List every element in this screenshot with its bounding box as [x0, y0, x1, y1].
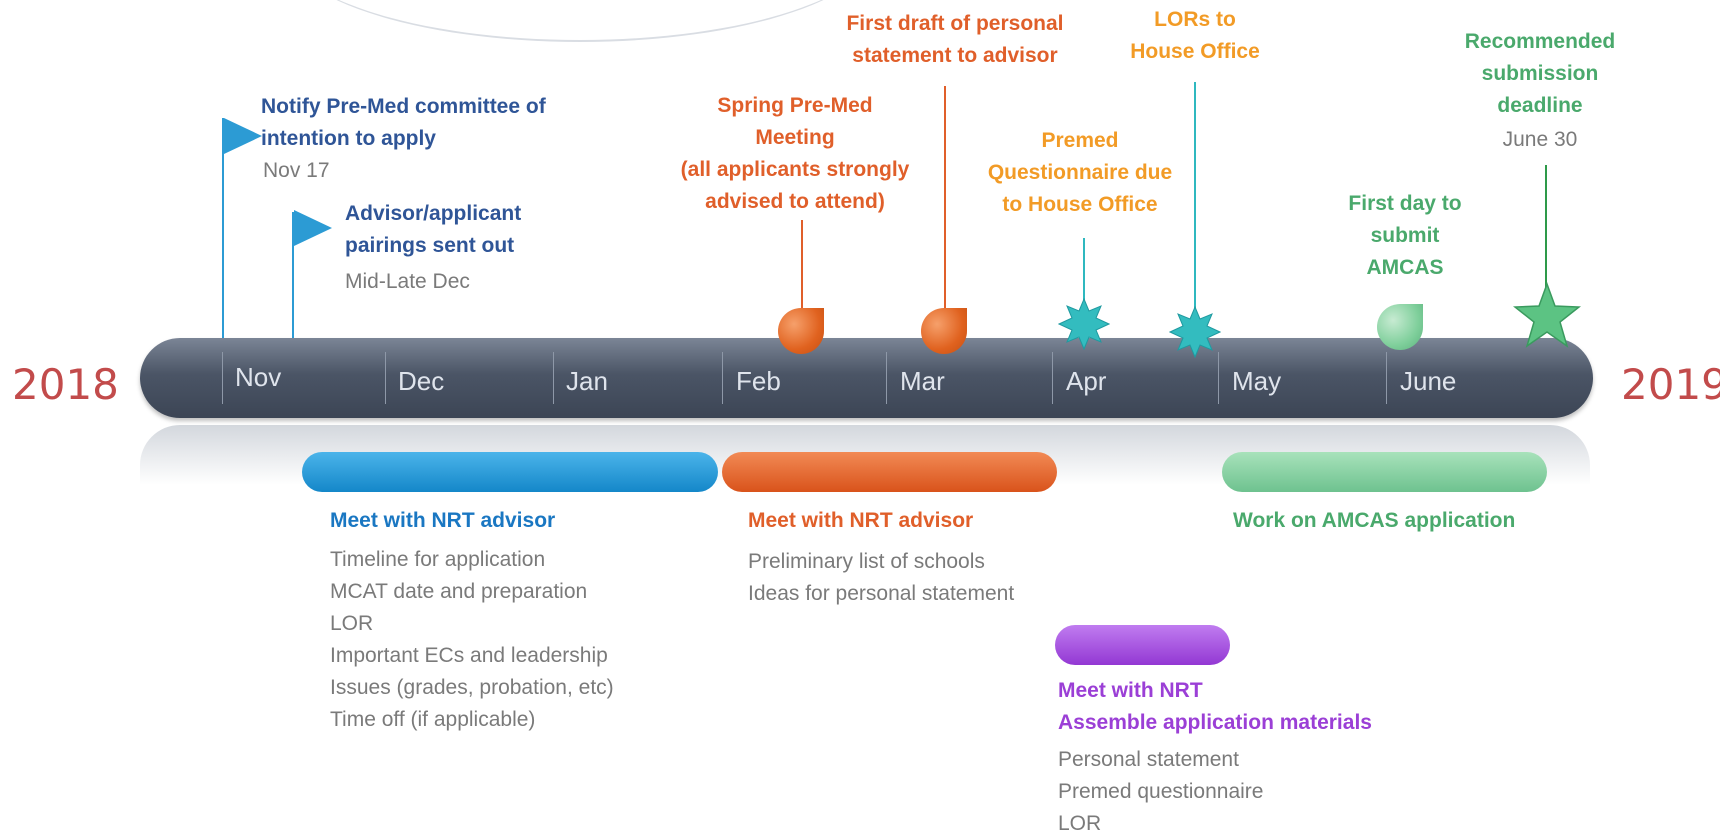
event-line: AMCAS [1366, 256, 1444, 279]
list-item: Timeline for application [330, 548, 546, 571]
spring-pole [801, 220, 803, 310]
orange-phase-list: Preliminary list of schools Ideas for pe… [748, 546, 1014, 610]
event-line: House Office [1130, 40, 1260, 63]
first-day-event: First day to submit AMCAS [1320, 188, 1490, 284]
decorative-arc [280, 0, 880, 42]
drop-marker-icon [1377, 304, 1423, 350]
questionnaire-pole [1083, 238, 1085, 310]
tick [222, 352, 223, 404]
month-label: June [1400, 366, 1457, 396]
star-icon [1513, 282, 1581, 348]
lors-pole [1194, 82, 1196, 312]
timeline-bar [140, 338, 1593, 418]
list-item: Important ECs and leadership [330, 644, 608, 667]
list-item: LOR [330, 612, 374, 635]
list-item: Issues (grades, probation, etc) [330, 676, 614, 699]
event-line: LORs to [1154, 8, 1236, 31]
green-phase-bar [1222, 452, 1547, 492]
purple-phase-list: Personal statement Premed questionnaire … [1058, 744, 1263, 840]
draft-event: First draft of personal statement to adv… [820, 8, 1090, 72]
tick [722, 352, 723, 404]
blue-phase-title: Meet with NRT advisor [330, 509, 556, 532]
tick [1218, 352, 1219, 404]
list-item: Ideas for personal statement [748, 582, 1015, 605]
green-phase-title: Work on AMCAS application [1233, 509, 1516, 532]
month-label: May [1232, 366, 1282, 396]
event-line: deadline [1497, 94, 1583, 117]
notify-pole [222, 118, 224, 340]
month-label: Jan [566, 366, 608, 396]
tick [385, 352, 386, 404]
list-item: LOR [1058, 812, 1102, 835]
start-year: 2018 [12, 360, 119, 409]
list-item: Premed questionnaire [1058, 780, 1264, 803]
event-line: Questionnaire due [987, 161, 1173, 184]
deadline-date: June 30 [1502, 128, 1578, 151]
pairings-pole [292, 212, 294, 340]
pairings-date: Mid-Late Dec [345, 270, 470, 293]
title-line: Meet with NRT [1058, 679, 1203, 702]
event-line: (all applicants strongly [680, 158, 910, 181]
event-line: submission [1481, 62, 1599, 85]
event-line: pairings sent out [345, 234, 515, 257]
month-label: Nov [235, 362, 282, 392]
list-item: Personal statement [1058, 748, 1239, 771]
tick [886, 352, 887, 404]
month-label: Feb [736, 366, 781, 396]
event-line: Notify Pre-Med committee of [261, 95, 546, 118]
month-label: Dec [398, 366, 445, 396]
event-line: Spring Pre-Med [717, 94, 873, 117]
orange-phase-bar [722, 452, 1057, 492]
event-line: First day to [1348, 192, 1462, 215]
event-line: submit [1370, 224, 1440, 247]
end-year: 2019 [1621, 360, 1720, 409]
event-line: statement to advisor [852, 44, 1058, 67]
drop-marker-icon [778, 308, 824, 354]
list-item: MCAT date and preparation [330, 580, 588, 603]
draft-pole [944, 86, 946, 310]
purple-phase-title: Meet with NRT Assemble application mater… [1058, 675, 1372, 739]
blue-phase-list: Timeline for application MCAT date and p… [330, 544, 614, 736]
purple-phase-bar [1055, 625, 1230, 665]
event-line: Recommended [1464, 30, 1616, 53]
drop-marker-icon [921, 308, 967, 354]
tick [1052, 352, 1053, 404]
notify-date: Nov 17 [263, 159, 330, 182]
event-line: Advisor/applicant [345, 202, 522, 225]
list-item: Time off (if applicable) [330, 708, 536, 731]
event-line: First draft of personal [846, 12, 1064, 35]
spring-event: Spring Pre-Med Meeting (all applicants s… [660, 90, 930, 218]
burst-marker-icon [1169, 306, 1221, 358]
orange-phase-title: Meet with NRT advisor [748, 509, 974, 532]
event-line: Premed [1041, 129, 1119, 152]
lors-event: LORs to House Office [1100, 4, 1290, 68]
event-line: Meeting [755, 126, 835, 149]
deadline-event: Recommended submission deadline [1440, 26, 1640, 122]
pairings-event: Advisor/applicant pairings sent out [345, 198, 521, 262]
list-item: Preliminary list of schools [748, 550, 985, 573]
tick [553, 352, 554, 404]
flag-icon [224, 118, 262, 154]
notify-event: Notify Pre-Med committee of intention to… [261, 91, 546, 155]
event-line: to House Office [1002, 193, 1158, 216]
questionnaire-event: Premed Questionnaire due to House Office [960, 125, 1200, 221]
blue-phase-bar [302, 452, 718, 492]
event-line: intention to apply [261, 127, 436, 150]
title-line: Assemble application materials [1058, 711, 1372, 734]
flag-icon [294, 210, 332, 246]
tick [1386, 352, 1387, 404]
deadline-pole [1545, 165, 1547, 293]
month-label: Mar [900, 366, 945, 396]
month-label: Apr [1066, 366, 1107, 396]
event-line: advised to attend) [705, 190, 885, 213]
burst-marker-icon [1058, 298, 1110, 350]
